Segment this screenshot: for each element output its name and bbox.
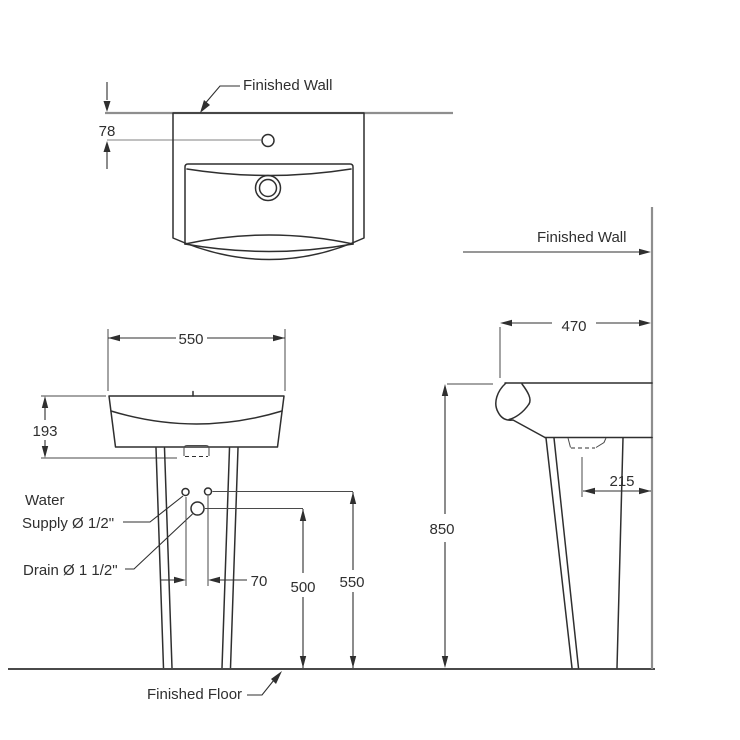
drain-hole xyxy=(190,501,205,516)
dim-193-arrow-up xyxy=(41,396,49,408)
dim-550h-value: 550 xyxy=(339,574,364,591)
dim-850-arrow-up xyxy=(441,384,449,396)
dim-78-arrow-down xyxy=(103,101,111,112)
basin-plan-floor-arc xyxy=(184,234,354,245)
dim-850-arrow-down xyxy=(441,656,449,668)
basin-side-inner-curve-bottom xyxy=(508,403,530,421)
overflow-outer-ring xyxy=(254,174,282,202)
front-view xyxy=(8,329,655,696)
dim-70-value: 70 xyxy=(251,573,268,590)
dim-470-value: 470 xyxy=(561,318,586,335)
dim-850-value: 850 xyxy=(429,521,454,538)
dim-70-arrow-left xyxy=(174,576,186,584)
dim-550-arrow-left xyxy=(108,334,120,342)
dim-550h-arrow-down xyxy=(349,656,357,668)
side-view xyxy=(441,207,654,669)
pedestal-side-outline xyxy=(545,437,624,669)
dim-70-extension-lines xyxy=(185,496,209,586)
basin-side-inner-curve-top xyxy=(521,383,531,405)
trap-cover-side xyxy=(567,437,607,448)
basin-front-curve xyxy=(110,410,283,425)
dim-500-arrow-down xyxy=(299,656,307,668)
water-supply-hole-right xyxy=(203,487,213,496)
dim-193-value: 193 xyxy=(32,423,57,440)
water-supply-leader-line xyxy=(123,495,184,523)
pedestal-front-outline xyxy=(155,447,239,669)
dim-78-arrow-up xyxy=(103,141,111,152)
dim-193-extension-lines xyxy=(41,395,177,459)
dim-215-value: 215 xyxy=(609,473,634,490)
finished-floor-leader-arrow xyxy=(271,671,282,684)
dim-500-arrow-up xyxy=(299,509,307,521)
dim-550-arrow-right xyxy=(273,334,285,342)
dim-500-value: 500 xyxy=(290,579,315,596)
dim-70-arrow-right xyxy=(208,576,220,584)
dim-550-extension-lines xyxy=(107,329,286,391)
trap-cover-front xyxy=(183,445,210,456)
finished-wall-leader-arrow xyxy=(200,100,210,113)
dim-215-arrow-left xyxy=(583,487,595,495)
drain-leader-line xyxy=(125,513,193,570)
dim-470-arrow-left xyxy=(500,319,512,327)
dim-550h-arrow-up xyxy=(349,492,357,504)
basin-plan-inner-outline xyxy=(184,163,354,245)
faucet-hole xyxy=(261,133,275,148)
dim-470-arrow-right xyxy=(639,319,651,327)
finished-wall-label-side: Finished Wall xyxy=(537,229,626,246)
basin-front-outline xyxy=(108,395,285,448)
finished-wall-arrow xyxy=(639,248,651,256)
finished-wall-leader-line xyxy=(202,85,240,107)
finished-floor-leader-line xyxy=(247,674,279,696)
dim-215-arrow-right xyxy=(639,487,651,495)
basin-side-bullnose xyxy=(495,382,546,439)
water-supply-label-line1: Water xyxy=(25,492,64,509)
basin-plan-back-ledge-arc xyxy=(186,168,352,177)
dim-193-arrow-down xyxy=(41,446,49,458)
overflow-inner-ring xyxy=(258,178,278,198)
basin-plan-rim-arc xyxy=(184,243,354,253)
finished-floor-label: Finished Floor xyxy=(147,686,242,703)
dim-78-value: 78 xyxy=(99,123,116,140)
water-supply-hole-left xyxy=(181,487,190,497)
water-supply-label-line2: Supply Ø 1/2" xyxy=(22,515,114,532)
annotations: Finished Wall 78 550 193 Water Supply Ø … xyxy=(22,77,635,703)
dim-550-value: 550 xyxy=(178,331,203,348)
drain-label: Drain Ø 1 1/2" xyxy=(23,562,118,579)
top-view xyxy=(103,82,453,261)
finished-wall-label-top: Finished Wall xyxy=(243,77,332,94)
